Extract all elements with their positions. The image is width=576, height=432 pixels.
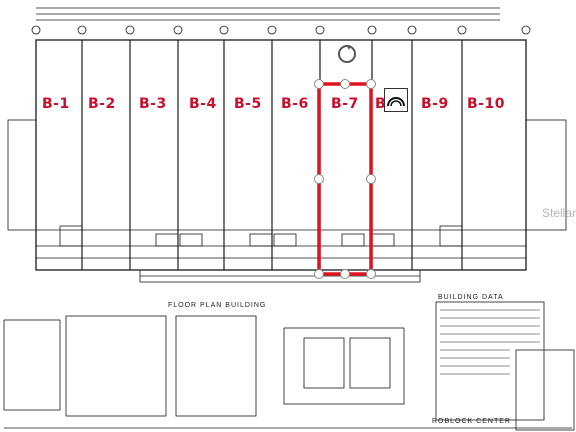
unit-label-b7[interactable]: B-7 [331, 96, 359, 112]
unit-label-b2: B-2 [88, 96, 116, 112]
floor-plan-title: FLOOR PLAN BUILDING [168, 302, 267, 309]
rotate-icon[interactable] [337, 44, 357, 64]
unit-label-b1: B-1 [42, 96, 70, 112]
unit-label-b4: B-4 [189, 96, 217, 112]
unit-label-b6: B-6 [281, 96, 309, 112]
unit-label-b10: B-10 [467, 96, 505, 112]
unit-label-b8: B [375, 96, 387, 112]
unit-label-b5: B-5 [234, 96, 262, 112]
project-title: ROBLOCK CENTER [432, 418, 511, 425]
unit-label-b9: B-9 [421, 96, 449, 112]
building-data-title: BUILDING DATA [438, 294, 504, 301]
arch-icon[interactable] [384, 88, 408, 112]
watermark: Stellar [541, 206, 576, 220]
unit-label-b3: B-3 [139, 96, 167, 112]
